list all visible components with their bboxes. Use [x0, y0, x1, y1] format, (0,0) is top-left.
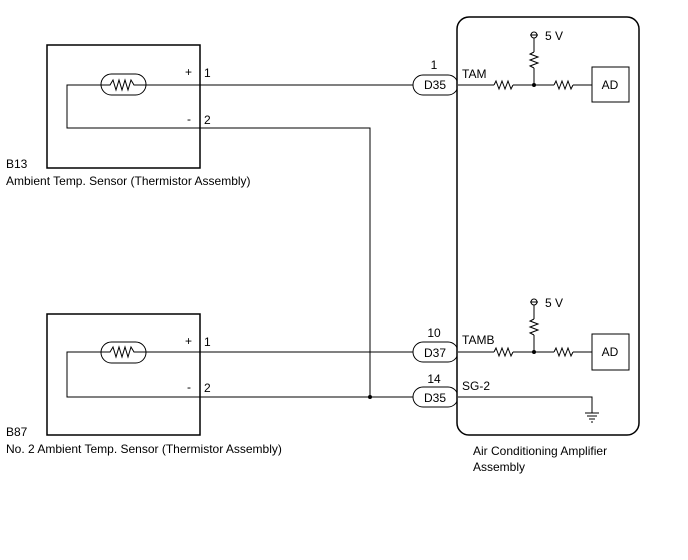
sensor-b13-code: B13 [6, 157, 28, 171]
ground-icon [585, 412, 599, 423]
sensor-b87-box [46, 313, 201, 436]
signal-sg2-label: SG-2 [462, 379, 490, 393]
sensor-b13: + 1 - 2 B13 Ambient Temp. Sensor (Thermi… [6, 44, 251, 188]
ad-box-top [591, 66, 630, 103]
wire-b13-ground [200, 127, 371, 397]
ad-label-bottom: AD [602, 345, 619, 359]
amplifier-name-line2: Assembly [473, 460, 525, 474]
signal-tam-label: TAM [462, 67, 486, 81]
sensor-b87-pin1: 1 [204, 335, 211, 349]
sensor-b13-minus-sign: - [187, 112, 191, 126]
resistor-icon [528, 318, 540, 336]
connector-d37-tamb: D37 10 [412, 326, 459, 363]
connector-code: D37 [424, 346, 446, 360]
wire-b13-pin1 [66, 84, 200, 129]
amplifier-name-line1: Air Conditioning Amplifier [473, 444, 607, 458]
supply-5v-bottom: 5 V [545, 296, 563, 310]
wires [66, 84, 413, 399]
sensor-b87: + 1 - 2 B87 No. 2 Ambient Temp. Sensor (… [6, 313, 282, 456]
sensor-b87-name: No. 2 Ambient Temp. Sensor (Thermistor A… [6, 442, 282, 456]
connector-code: D35 [424, 78, 446, 92]
sensor-b13-box [46, 44, 201, 169]
sensor-b87-pin2: 2 [204, 381, 211, 395]
tamb-circuit: 5 V AD [458, 296, 630, 371]
connector-pin: 10 [427, 326, 441, 340]
supply-5v-top: 5 V [545, 29, 563, 43]
connector-d35-sg2: D35 14 [412, 372, 459, 408]
resistor-icon [553, 346, 574, 358]
connector-pin: 14 [427, 372, 441, 386]
sensor-b13-name: Ambient Temp. Sensor (Thermistor Assembl… [6, 174, 251, 188]
resistor-icon [528, 51, 540, 69]
amplifier-box [456, 16, 640, 436]
amplifier-assembly: TAM 5 V AD TAMB [456, 16, 640, 474]
sensor-b87-code: B87 [6, 425, 28, 439]
resistor-icon [493, 79, 514, 91]
wire-b87-pin1 [66, 351, 200, 398]
signal-tamb-label: TAMB [462, 333, 494, 347]
sensor-b13-pin1: 1 [204, 66, 211, 80]
sensor-b13-plus-sign: + [185, 65, 192, 79]
resistor-icon [553, 79, 574, 91]
splice-dot [368, 395, 372, 399]
connector-d35-tam: D35 1 [412, 58, 459, 96]
sensor-b87-minus-sign: - [187, 380, 191, 394]
ad-box-bottom [591, 333, 630, 371]
tam-circuit: 5 V AD [458, 29, 630, 103]
ground-circuit [458, 396, 599, 423]
connector-code: D35 [424, 391, 446, 405]
sensor-b87-plus-sign: + [185, 334, 192, 348]
resistor-icon [493, 346, 514, 358]
ad-label-top: AD [602, 78, 619, 92]
sensor-b13-pin2: 2 [204, 113, 211, 127]
connector-pin: 1 [431, 58, 438, 72]
